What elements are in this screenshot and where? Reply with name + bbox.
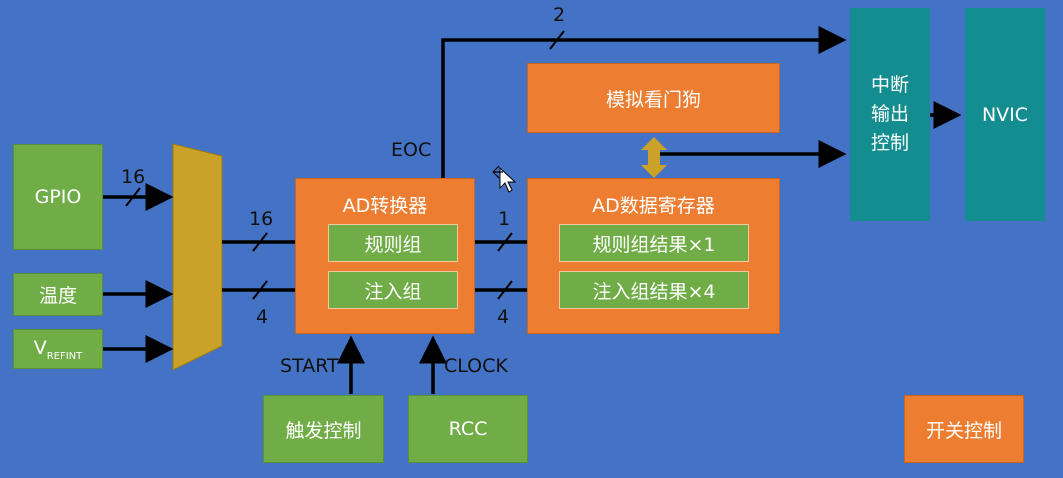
switch-control-box: 开关控制 [904, 395, 1024, 463]
clock-signal-label: CLOCK [444, 355, 508, 377]
eoc-bus-slash [549, 30, 565, 50]
gpio-bus-width: 16 [121, 166, 146, 188]
analog-watchdog-box: 模拟看门狗 [527, 63, 780, 133]
injected-out-slash [497, 280, 513, 300]
regular-bus-slash [252, 232, 268, 252]
temperature-box: 温度 [13, 273, 103, 316]
regular-output-width: 1 [498, 208, 511, 230]
injected-output-width: 4 [497, 306, 510, 328]
nvic-label: NVIC [981, 103, 1029, 126]
nvic-box: NVIC [965, 8, 1045, 221]
multiplexer [172, 143, 223, 371]
ad-data-register-title: AD数据寄存器 [592, 195, 715, 217]
ad-converter-title: AD转换器 [342, 195, 428, 217]
mouse-cursor-icon [492, 165, 517, 193]
injected-result-label: 注入组结果×4 [592, 280, 716, 303]
gpio-bus-slash [125, 187, 141, 207]
switch-control-label: 开关控制 [925, 419, 1002, 442]
start-signal-label: START [280, 355, 339, 377]
regular-bus-width: 16 [249, 208, 274, 230]
interrupt-output-control-box: 中断 输出 控制 [850, 8, 930, 221]
injected-group-box: 注入组 [328, 271, 458, 309]
trigger-control-box: 触发控制 [263, 395, 384, 463]
eoc-signal-label: EOC [391, 139, 432, 161]
regular-result-box: 规则组结果×1 [559, 224, 749, 262]
regular-group-box: 规则组 [328, 224, 458, 262]
regular-group-label: 规则组 [364, 233, 422, 256]
eoc-wire [441, 26, 847, 178]
watchdog-double-arrow [641, 137, 667, 178]
regular-out-slash [497, 232, 513, 252]
rcc-label: RCC [448, 418, 488, 440]
regular-result-label: 规则组结果×1 [592, 233, 716, 256]
gpio-box: GPIO [13, 144, 103, 250]
vrefint-label: VREFINT [33, 336, 83, 362]
injected-bus-width: 4 [256, 306, 269, 328]
eoc-bus-width: 2 [553, 4, 566, 26]
interrupt-label-line1: 中断 [870, 74, 909, 96]
injected-group-label: 注入组 [364, 280, 422, 303]
injected-result-box: 注入组结果×4 [559, 271, 749, 309]
vrefint-box: VREFINT [13, 329, 103, 369]
rcc-box: RCC [408, 395, 528, 463]
interrupt-label-line2: 输出 [870, 103, 909, 125]
analog-watchdog-label: 模拟看门狗 [605, 88, 701, 111]
injected-bus-slash [252, 280, 268, 300]
gpio-label: GPIO [34, 186, 82, 208]
temperature-label: 温度 [38, 285, 77, 307]
trigger-control-label: 触发控制 [285, 419, 362, 442]
interrupt-label-line3: 控制 [870, 132, 909, 154]
